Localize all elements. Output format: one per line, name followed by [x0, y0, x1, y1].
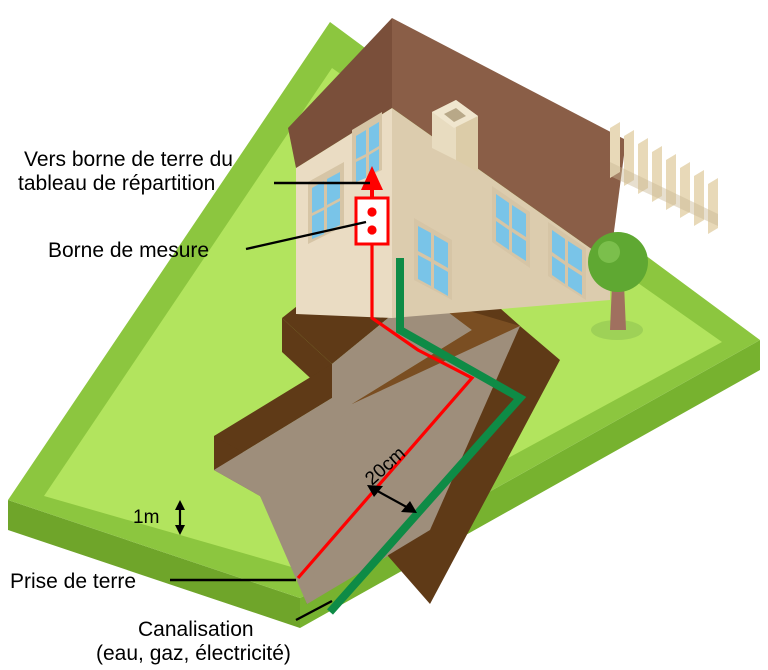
pipe-line	[327, 258, 527, 615]
trench-wall-mid-diagonal	[214, 364, 332, 470]
tree-icon	[588, 232, 648, 340]
window-front-right	[414, 218, 452, 300]
window-front-right-pane-bl	[418, 255, 431, 286]
fence-rail-shadow	[610, 162, 718, 226]
window-front-right-pane-br	[434, 264, 448, 296]
window-side-1-pane-tr	[512, 205, 526, 237]
window-front-pane-tr	[327, 172, 340, 205]
dimension-spacing-arrow-end	[401, 501, 417, 513]
dimension-depth-arrow-down	[175, 525, 185, 535]
dimension-depth-label: 1m	[133, 507, 159, 528]
house-roof-left	[288, 18, 392, 168]
trench-floor-shade	[214, 300, 472, 496]
tree-foliage-highlight	[598, 241, 620, 263]
fence-picket-3	[638, 138, 648, 194]
measure-terminal-icon[interactable]	[354, 196, 390, 246]
window-front-pane-tl	[312, 181, 324, 213]
window-front-pane-br	[327, 201, 340, 231]
label-top-line1: Vers borne de terre du	[24, 148, 233, 171]
dimension-depth-arrow-up	[175, 500, 185, 510]
window-side-1-pane-tl	[496, 194, 509, 226]
window-side-1	[492, 186, 530, 268]
window-side-2	[548, 222, 586, 300]
window-front-right-pane-tl	[418, 226, 431, 258]
window-side-2-pane-br	[568, 267, 582, 295]
chimney-icon	[432, 100, 478, 172]
dimension-spacing-axis	[371, 487, 413, 511]
earth-conductor-line	[296, 232, 475, 580]
leader-pipe	[295, 599, 333, 622]
fence-icon	[610, 122, 718, 234]
house-roof-main	[392, 18, 626, 262]
fence-picket-2	[624, 130, 634, 186]
label-pipe-line1: Canalisation	[138, 618, 254, 641]
window-side-2-pane-tr	[568, 241, 582, 272]
window-front-right-pane-tr	[434, 235, 448, 268]
leader-measure-terminal	[245, 220, 367, 251]
dimension-spacing-arrow-start	[367, 485, 383, 497]
window-attic-pane-tl	[356, 130, 366, 159]
fence-picket-7	[694, 170, 704, 226]
window-side-1-pane-br	[512, 232, 526, 261]
window-side-2-pane-bl	[552, 256, 565, 284]
window-attic-pane-tr	[369, 122, 379, 152]
label-pipe-line2: (eau, gaz, électricité)	[96, 642, 291, 665]
fence-picket-5	[666, 154, 676, 210]
measure-terminal-dot-bottom	[367, 225, 377, 235]
dimension-depth: 1m	[133, 500, 185, 535]
fence-picket-4	[652, 146, 662, 202]
fence-picket-6	[680, 162, 690, 218]
chimney-flue	[444, 108, 466, 122]
fence-picket-1	[610, 122, 620, 178]
label-measure-terminal: Borne de mesure	[48, 239, 209, 262]
measure-terminal-dot-top	[367, 207, 377, 217]
lawn-side-left	[8, 500, 300, 628]
window-side-2-pane-tl	[552, 230, 565, 261]
window-attic-pane-bl	[356, 157, 366, 182]
label-earth-electrode: Prise de terre	[10, 570, 136, 593]
label-top-line2: tableau de répartition	[18, 172, 215, 195]
house-icon	[288, 18, 626, 318]
measure-terminal-box[interactable]	[354, 196, 390, 246]
tree-trunk	[610, 284, 626, 330]
fence-picket-8	[708, 178, 718, 234]
window-side-1-pane-bl	[496, 221, 509, 250]
trench-floor-main-lower	[307, 326, 520, 604]
tree-foliage	[588, 232, 648, 292]
